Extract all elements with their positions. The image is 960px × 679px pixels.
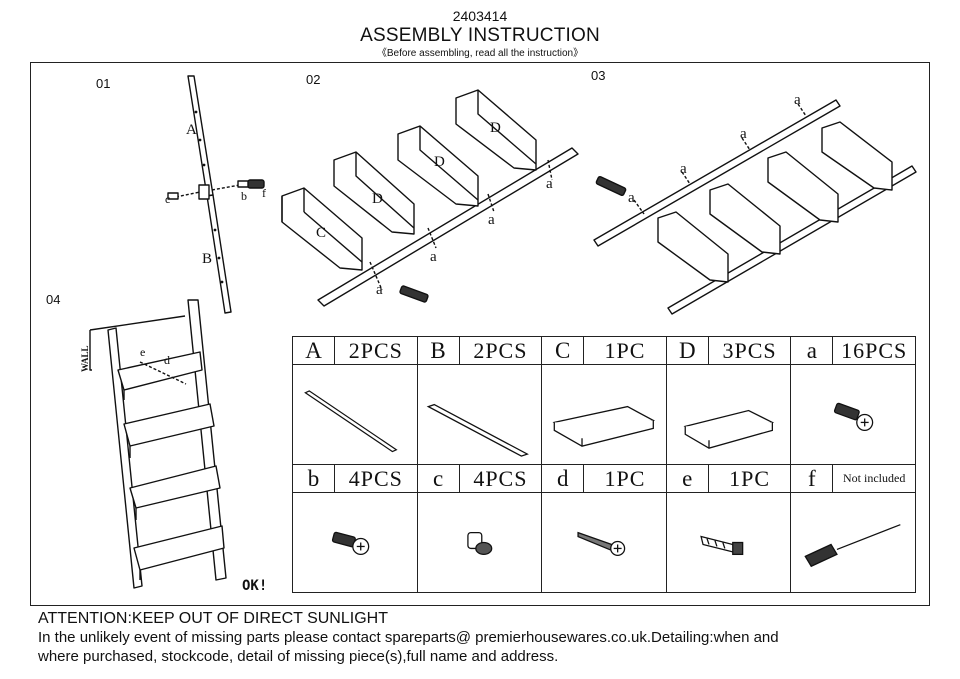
bolt-icon	[790, 364, 916, 465]
part-qty: 4PCS	[473, 465, 528, 491]
part-code: e	[667, 465, 709, 492]
step-number-03: 03	[591, 68, 606, 83]
label-shelf-c: C	[316, 225, 326, 241]
shelf-small-icon	[665, 364, 792, 465]
shelf-c	[281, 187, 363, 271]
part-code: a	[791, 337, 834, 364]
step-number-04: 04	[46, 292, 61, 307]
label-f-tool: f	[262, 186, 266, 200]
label-bolt-a1: a	[376, 282, 383, 298]
info-line-1: In the unlikely event of missing parts p…	[38, 629, 779, 646]
label-d-screw: d	[164, 353, 170, 367]
ladder-rail-icon	[292, 364, 418, 465]
label-bolt-a7: a	[740, 126, 747, 142]
part-qty: 2PCS	[348, 337, 403, 363]
screwdriver-icon	[790, 492, 916, 593]
ladder-rail-icon	[416, 364, 543, 465]
page-subtitle: 《Before assembling, read all the instruc…	[376, 48, 584, 59]
step1-diagram	[167, 75, 265, 314]
part-qty: 16PCS	[841, 337, 908, 363]
label-shelf-d3: D	[490, 120, 501, 136]
info-line-2: where purchased, stockcode, detail of mi…	[38, 648, 559, 665]
label-c-nut: c	[165, 192, 170, 206]
step-number-01: 01	[96, 76, 111, 91]
part-qty: 3PCS	[722, 337, 777, 363]
label-e-plug: e	[140, 345, 145, 359]
shelf-d-1	[333, 151, 415, 235]
barrel-nut-icon	[416, 492, 543, 593]
step-number-02: 02	[306, 72, 321, 87]
part-code: c	[418, 465, 460, 492]
label-bolt-a5: a	[628, 190, 635, 206]
ladder-shelves	[117, 351, 225, 580]
part-code: f	[791, 465, 834, 492]
wall-plug-icon	[665, 492, 792, 593]
shelf-large-icon	[541, 364, 667, 465]
part-code: B	[418, 337, 460, 364]
part-qty: 1PC	[604, 337, 646, 363]
label-bolt-a3: a	[488, 212, 495, 228]
missing-parts-info: In the unlikely event of missing parts p…	[38, 628, 938, 666]
wood-screw-icon	[541, 492, 667, 593]
part-qty: 4PCS	[348, 465, 403, 491]
part-qty: 1PC	[729, 465, 771, 491]
label-shelf-d1: D	[372, 191, 383, 207]
part-qty: 1PC	[604, 465, 646, 491]
label-b-rail: B	[202, 251, 212, 267]
part-qty: Not included	[843, 471, 906, 485]
label-bolt-a8: a	[794, 92, 801, 108]
attention-notice: ATTENTION:KEEP OUT OF DIRECT SUNLIGHT	[38, 610, 388, 627]
part-code: d	[542, 465, 585, 492]
instruction-frame	[30, 62, 930, 606]
part-code: D	[667, 337, 709, 364]
step4-diagram	[89, 299, 227, 589]
label-a: A	[186, 122, 197, 138]
ok-label: OK!	[242, 578, 267, 594]
part-code: C	[542, 337, 585, 364]
step2-diagram	[281, 89, 579, 307]
bolt-icon	[292, 492, 418, 593]
part-code: b	[293, 465, 335, 492]
label-b-bolt: b	[241, 189, 247, 203]
shelf-d-3	[455, 89, 537, 171]
label-shelf-d2: D	[434, 154, 445, 170]
label-bolt-a2: a	[430, 249, 437, 265]
shelf-d-2	[397, 125, 479, 207]
page-title: ASSEMBLY INSTRUCTION	[360, 25, 600, 46]
part-qty: 2PCS	[473, 337, 528, 363]
product-code: 2403414	[452, 8, 508, 24]
label-bolt-a4: a	[546, 176, 553, 192]
parts-list-table: A 2PCS B 2PCS C 1PC D 3PCS a 16PCS b 4PCS c 4PC…	[292, 336, 916, 593]
label-bolt-a6: a	[680, 161, 687, 177]
step3-diagram	[593, 99, 917, 315]
wall-label: WALL	[80, 345, 90, 372]
part-code: A	[293, 337, 335, 364]
